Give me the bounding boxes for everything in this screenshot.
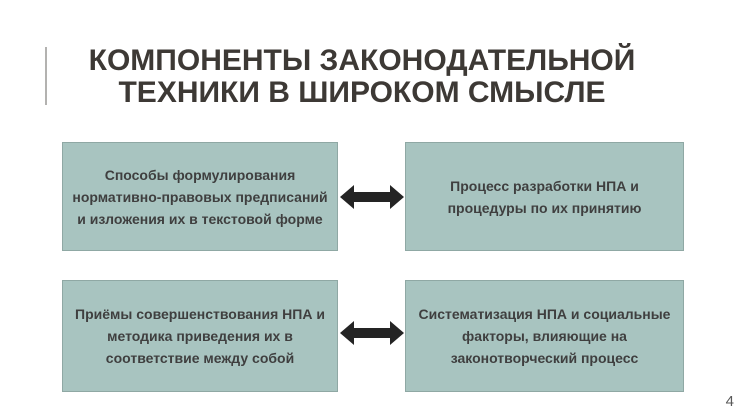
- diagram-box-bottom-left: Приёмы совершенствования НПА и методика …: [62, 280, 338, 392]
- double-headed-arrow-icon: [340, 185, 404, 209]
- slide-title-line-1: КОМПОНЕНТЫ ЗАКОНОДАТЕЛЬНОЙ: [88, 44, 636, 77]
- diagram-box-top-left: Способы формулирования нормативно-правов…: [62, 142, 338, 251]
- slide-title-line-2: ТЕХНИКИ В ШИРОКОМ СМЫСЛЕ: [118, 76, 606, 109]
- diagram-box-top-left-text: Способы формулирования нормативно-правов…: [72, 166, 328, 227]
- title-accent-line: [45, 47, 47, 105]
- diagram-box-top-right: Процесс разработки НПА и процедуры по их…: [405, 142, 684, 251]
- diagram-box-bottom-right: Систематизация НПА и социальные факторы,…: [405, 280, 684, 392]
- slide-title: КОМПОНЕНТЫ ЗАКОНОДАТЕЛЬНОЙ ТЕХНИКИ В ШИР…: [62, 45, 662, 109]
- diagram-box-bottom-right-text: Систематизация НПА и социальные факторы,…: [418, 306, 671, 366]
- diagram-box-top-right-text: Процесс разработки НПА и процедуры по их…: [447, 177, 642, 216]
- page-number: 4: [725, 393, 734, 410]
- diagram-box-bottom-left-text: Приёмы совершенствования НПА и методика …: [75, 306, 325, 366]
- double-headed-arrow-icon: [340, 321, 404, 345]
